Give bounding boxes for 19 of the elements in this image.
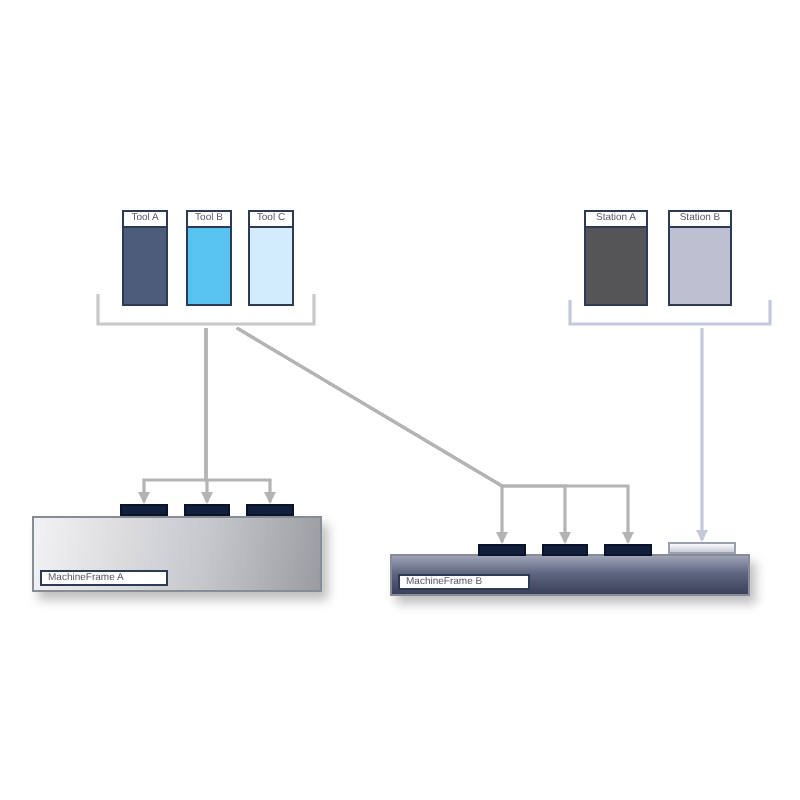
storage-bin [584,210,648,306]
machine-frame [390,554,750,596]
mount-slot [246,504,294,516]
connector-arrow [236,326,634,544]
mount-slot [184,504,230,516]
mount-slot [478,544,526,556]
storage-bin [122,210,168,306]
mount-slot [668,542,736,554]
machine-frame [32,516,322,592]
bracket [96,294,316,328]
storage-bin [248,210,294,306]
mount-slot [542,544,588,556]
bracket [568,300,772,328]
mount-slot [120,504,168,516]
storage-bin [186,210,232,306]
connector-arrow [204,328,276,504]
connector-arrow [696,326,708,542]
storage-bin [668,210,732,306]
mount-slot [604,544,652,556]
